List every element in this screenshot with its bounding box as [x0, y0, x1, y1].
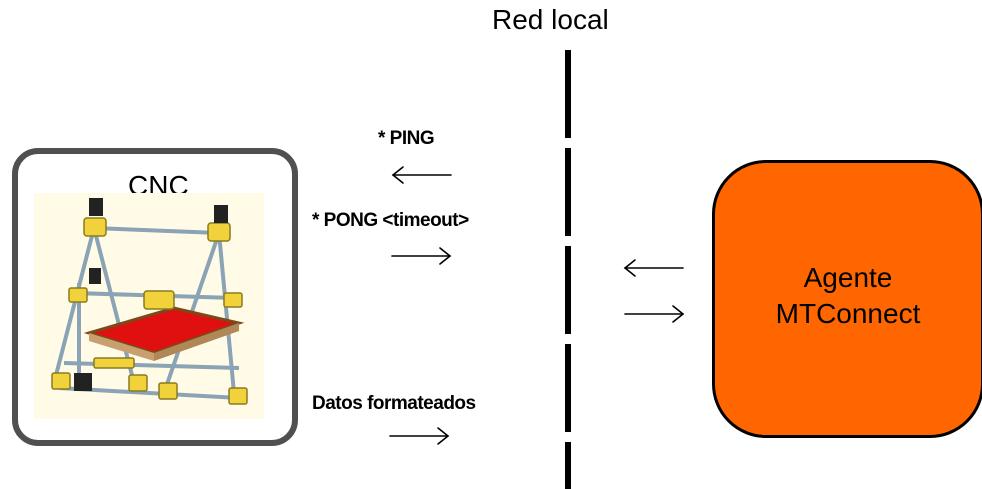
arrow-right-agent	[624, 305, 685, 323]
mtconnect-agent-box	[712, 160, 982, 438]
mtconnect-agent-label: Agente MTConnect	[712, 260, 982, 332]
network-line-segment	[565, 442, 571, 489]
arrow-right-pong	[391, 247, 452, 265]
3d-printer-illustration	[34, 193, 264, 419]
arrow-right-data	[389, 427, 450, 445]
network-line-segment	[565, 148, 571, 236]
ping-message-label: * PING	[378, 128, 435, 149]
agent-label-line1: Agente	[803, 262, 893, 293]
arrow-left-ping	[391, 166, 452, 184]
network-line-segment	[565, 344, 571, 432]
agent-label-line2: MTConnect	[775, 298, 921, 329]
formatted-data-message-label: Datos formateados	[312, 393, 476, 414]
network-line-segment	[565, 50, 571, 138]
arrow-left-agent	[623, 259, 684, 277]
pong-message-label: * PONG <timeout>	[312, 210, 469, 231]
network-line-segment	[565, 246, 571, 334]
network-label: Red local	[492, 4, 609, 35]
